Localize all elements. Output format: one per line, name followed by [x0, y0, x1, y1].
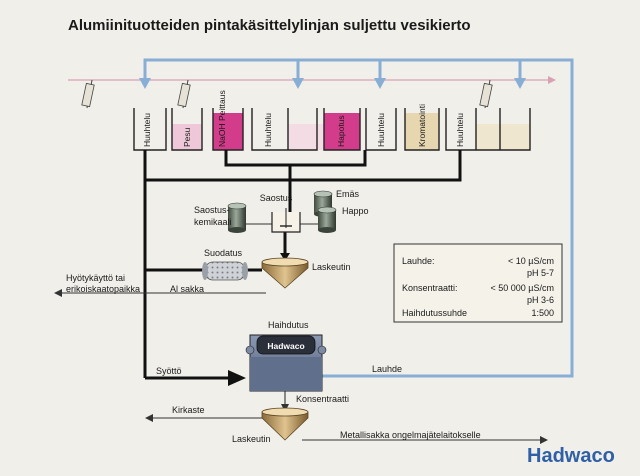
label-happo: Happo: [342, 206, 369, 216]
label-haihdutus: Haihdutus: [268, 320, 309, 330]
precipitation-reactor: [271, 208, 301, 233]
lower-settler: [261, 407, 309, 441]
label-syotto: Syöttö: [156, 366, 182, 376]
feed-arrowhead: [228, 370, 246, 386]
label-laskeutin-top: Laskeutin: [312, 262, 351, 272]
tank-label-kromatointi: Kromatointi: [417, 104, 427, 147]
label-al-sakka: Al sakka: [170, 284, 204, 294]
return-arrowheads: [139, 78, 526, 89]
tank-label-huuhtelu-1: Huuhtelu: [142, 113, 152, 147]
label-saostuskemikaali-2: kemikaali: [194, 217, 232, 227]
spec-konsentraatti-value: < 50 000 µS/cm: [491, 283, 554, 293]
process-tanks: [133, 108, 531, 151]
metal-sludge-arrowhead: [540, 436, 548, 444]
tank-label-hapotus: Hapotus: [336, 115, 346, 147]
spec-konsentraatti-label: Konsentraatti:: [402, 283, 458, 293]
label-lauhde: Lauhde: [372, 364, 402, 374]
label-saostuskemikaali-1: Saostus-: [194, 205, 230, 215]
diagram-title: Alumiinituotteiden pintakäsittelylinjan …: [68, 17, 471, 34]
label-kirkaste: Kirkaste: [172, 405, 205, 415]
condensate-return-line: [143, 58, 574, 378]
spec-box: Lauhde: < 10 µS/cm pH 5-7 Konsentraatti:…: [393, 243, 563, 323]
label-hyotykaytto-1: Hyötykäyttö tai: [66, 273, 125, 283]
evaporator: Hadwaco: [245, 334, 327, 392]
thin-flow-lines: [62, 223, 540, 441]
precipitant-drum: [227, 202, 247, 233]
upper-settler: [261, 257, 309, 289]
flow-labels: Saostus Emäs Happo Saostus- kemikaali Su…: [66, 189, 481, 444]
spec-lauhde-ph: pH 5-7: [527, 268, 554, 278]
label-konsentraatti: Konsentraatti: [296, 394, 349, 404]
spec-haihdutussuhde-value: 1:500: [531, 308, 554, 318]
chemical-drums: [227, 190, 337, 233]
settler-inlet-arrowhead: [280, 253, 290, 261]
tank-labels: Huuhtelu Pesu NaOH Peittaus Huuhtelu Hap…: [142, 90, 465, 147]
label-emas: Emäs: [336, 189, 360, 199]
brand-logo: Hadwaco: [527, 445, 615, 467]
sludge-out-arrowhead: [54, 289, 62, 297]
spec-haihdutussuhde-label: Haihdutussuhde: [402, 308, 467, 318]
spec-konsentraatti-ph: pH 3-6: [527, 295, 554, 305]
clarified-return-arrowhead: [145, 414, 153, 422]
acid-drum: [317, 206, 337, 233]
label-metallisakka: Metallisakka ongelmajätelaitokselle: [340, 430, 481, 440]
label-laskeutin-bottom: Laskeutin: [232, 434, 271, 444]
tank-label-huuhtelu-4: Huuhtelu: [455, 113, 465, 147]
tank-label-naoh-peittaus: NaOH Peittaus: [217, 90, 227, 147]
spec-lauhde-label: Lauhde:: [402, 256, 435, 266]
tank-label-huuhtelu-2: Huuhtelu: [263, 113, 273, 147]
evaporator-brand-label: Hadwaco: [267, 341, 304, 351]
label-hyotykaytto-2: erikoiskaatopaikka: [66, 284, 140, 294]
tank-label-huuhtelu-3: Huuhtelu: [376, 113, 386, 147]
label-saostus: Saostus: [260, 193, 293, 203]
spec-lauhde-value: < 10 µS/cm: [508, 256, 554, 266]
tank-label-pesu: Pesu: [182, 127, 192, 147]
label-suodatus: Suodatus: [204, 248, 243, 258]
filter-unit: [202, 261, 248, 281]
